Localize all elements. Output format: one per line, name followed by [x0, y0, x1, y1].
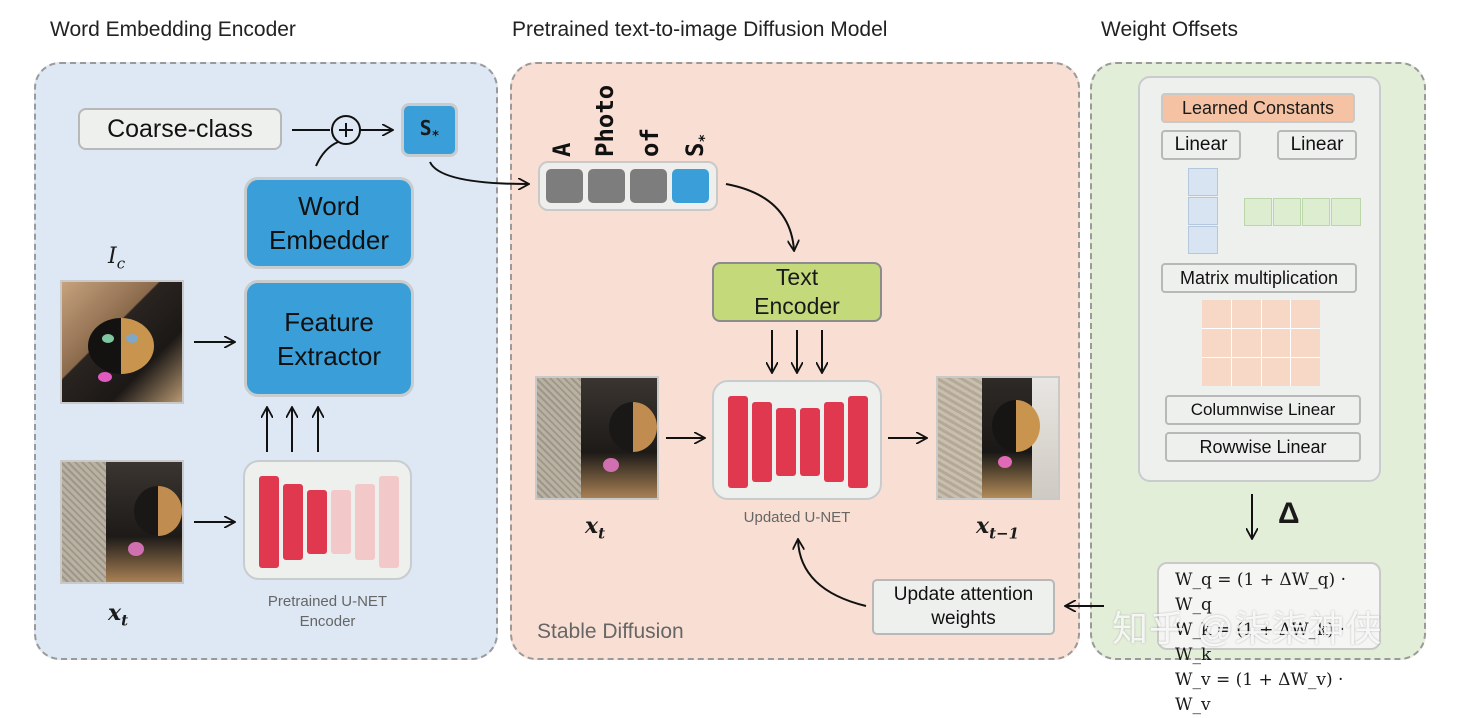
matrix-multiplication-box: Matrix multiplication	[1161, 263, 1357, 293]
pretrained-unet-box	[243, 460, 412, 580]
arrow-embedder-to-plus	[315, 141, 339, 167]
token-cell-3	[630, 169, 667, 203]
equation-q: W_q = (1 + ΔW_q) · W_q	[1175, 570, 1346, 615]
text-encoder-box: Text Encoder	[712, 262, 882, 322]
updated-unet-bar-3	[776, 408, 796, 476]
learned-constants-label: Learned Constants	[1181, 97, 1335, 118]
input-cat-image	[60, 280, 184, 404]
unet-bar-2	[283, 484, 303, 560]
xt-label-encoder: xt	[108, 600, 129, 630]
updated-unet-bar-4	[800, 408, 820, 476]
delta-label: Δ	[1278, 497, 1300, 530]
arrow-update-to-unet	[798, 540, 867, 607]
updated-unet-bar-5	[824, 402, 844, 482]
ic-label: Ic	[108, 244, 126, 273]
coarse-class-box: Coarse-class	[78, 108, 282, 150]
weight-matrix-grid	[1202, 300, 1320, 386]
rowwise-linear-label: Rowwise Linear	[1199, 436, 1327, 457]
token-cell-1	[546, 169, 583, 203]
learned-constants-box: Learned Constants	[1161, 93, 1355, 123]
matrix-multiplication-label: Matrix multiplication	[1179, 267, 1339, 288]
linear-left-box: Linear	[1161, 130, 1241, 160]
feature-extractor-line1: Feature	[284, 306, 374, 337]
column-vector	[1188, 168, 1218, 256]
unet-bar-5	[355, 484, 375, 560]
coarse-class-label: Coarse-class	[107, 114, 253, 143]
noisy-xt-image-diffusion	[535, 376, 659, 500]
update-attention-line2: weights	[931, 608, 996, 629]
arrows-layer	[194, 115, 1464, 682]
updated-unet-box	[712, 380, 882, 500]
feature-extractor-line2: Extractor	[276, 340, 382, 371]
offsets-title: Weight Offsets	[1101, 18, 1238, 41]
linear-left-label: Linear	[1174, 134, 1228, 155]
unet-bar-4	[331, 490, 351, 554]
encoder-title: Word Embedding Encoder	[50, 18, 296, 41]
row-vector	[1244, 198, 1362, 228]
xt-label-diffusion: xt	[585, 513, 606, 543]
denoised-xt1-image	[936, 376, 1060, 500]
xt1-label: xt−1	[976, 513, 1020, 543]
word-embedder-line2: Embedder	[269, 225, 389, 255]
update-attention-line1: Update attention	[893, 584, 1034, 605]
update-attention-box: Update attention weights	[872, 579, 1055, 635]
token-sequence	[538, 161, 718, 211]
arrow-tokens-to-text-encoder	[725, 183, 794, 250]
equations-box: W_q = (1 + ΔW_q) · W_q W_k = (1 + ΔW_k) …	[1157, 562, 1381, 715]
unet-bar-3	[307, 490, 327, 554]
word-embedder-box: Word Embedder	[244, 177, 414, 269]
s-star-box: S*	[401, 103, 458, 157]
text-encoder-line1: Text	[775, 264, 819, 290]
unet-bar-1	[259, 476, 279, 568]
unet-bar-6	[379, 476, 399, 568]
arrow-s-to-tokens	[429, 161, 528, 184]
linear-right-box: Linear	[1277, 130, 1357, 160]
text-encoder-line2: Encoder	[754, 293, 840, 319]
updated-unet-bar-2	[752, 402, 772, 482]
watermark: 知乎 @柒柒神侠	[1112, 608, 1383, 649]
s-star-label: S*	[419, 116, 440, 144]
token-cell-2	[588, 169, 625, 203]
linear-right-label: Linear	[1290, 134, 1344, 155]
columnwise-linear-label: Columnwise Linear	[1190, 400, 1336, 419]
updated-unet-bar-1	[728, 396, 748, 488]
noisy-xt-image-encoder	[60, 460, 184, 584]
feature-extractor-box: Feature Extractor	[244, 280, 414, 397]
diffusion-title: Pretrained text-to-image Diffusion Model	[512, 18, 888, 41]
columnwise-linear-box: Columnwise Linear	[1165, 395, 1361, 425]
updated-unet-caption: Updated U-NET	[743, 509, 851, 526]
pretrained-unet-caption: Pretrained U-NET Encoder	[267, 593, 388, 630]
equation-k: W_k = (1 + ΔW_k) · W_k	[1175, 620, 1345, 665]
word-embedder-line1: Word	[298, 191, 360, 221]
stable-diffusion-label: Stable Diffusion	[537, 620, 684, 643]
updated-unet-bar-6	[848, 396, 868, 488]
token-cell-4	[672, 169, 709, 203]
rowwise-linear-box: Rowwise Linear	[1165, 432, 1361, 462]
